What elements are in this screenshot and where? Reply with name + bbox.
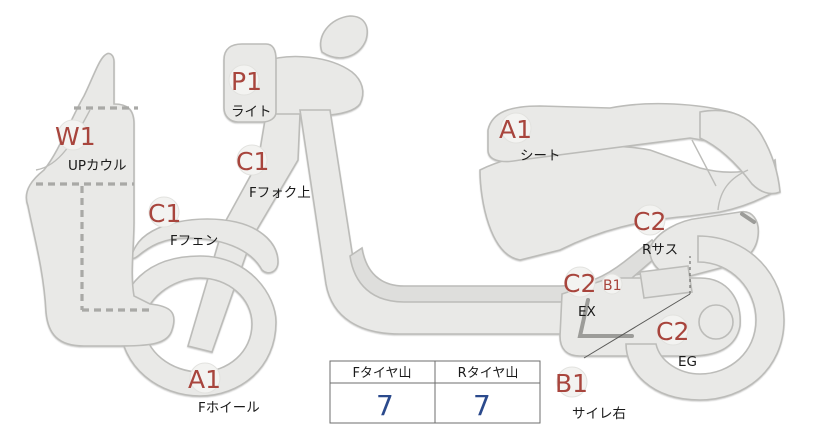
fork-upper-grade: C1 — [236, 147, 269, 176]
exhaust-shape — [639, 265, 693, 299]
front-wheel-grade: A1 — [188, 365, 221, 394]
muffler-leader-line — [583, 256, 691, 359]
tire-tread-table: Fタイヤ山 Rタイヤ山 7 7 — [329, 360, 541, 424]
tail-shape — [699, 109, 781, 195]
panel-lines — [35, 109, 749, 211]
front-fender-grade: C1 — [148, 199, 181, 228]
exhaust-sub-grade: B1 — [603, 278, 622, 294]
fork-upper-label: Fフォク上 — [249, 185, 311, 201]
front-fender-label: Fフェン — [170, 233, 218, 249]
rear-suspension-label: Rサス — [642, 242, 678, 258]
part-up-cowl[interactable]: W1 UPカウル — [55, 119, 127, 174]
engine-label: EG — [678, 354, 697, 370]
rear-tire-header: Rタイヤ山 — [458, 366, 519, 381]
exhaust-label: EX — [578, 304, 596, 320]
rear-suspension-grade: C2 — [633, 207, 666, 236]
part-light[interactable]: P1 ライト — [228, 64, 272, 120]
front-tire-header: Fタイヤ山 — [352, 366, 411, 381]
front-tire-value: 7 — [376, 389, 394, 422]
up-cowl-grade: W1 — [55, 122, 96, 151]
part-rear-suspension[interactable]: C2 Rサス — [633, 204, 678, 258]
handlebar-shape — [261, 55, 364, 118]
part-fork-upper[interactable]: C1 Fフォク上 — [236, 144, 311, 201]
part-exhaust[interactable]: C2 B1 EX — [563, 266, 623, 320]
front-wheel-label: Fホイール — [198, 400, 260, 416]
part-seat[interactable]: A1 シート — [499, 112, 561, 164]
engine-grade: C2 — [656, 317, 689, 346]
exhaust-grade: C2 — [563, 269, 596, 298]
part-muffler-right[interactable]: B1 サイレ右 — [555, 366, 626, 422]
part-engine[interactable]: C2 EG — [656, 314, 697, 370]
part-front-wheel[interactable]: A1 Fホイール — [188, 362, 260, 416]
muffler-right-label: サイレ右 — [572, 406, 626, 422]
mirror-shape — [319, 15, 368, 59]
light-label: ライト — [231, 104, 272, 120]
muffler-right-grade: B1 — [555, 369, 588, 398]
seat-grade: A1 — [499, 115, 532, 144]
seat-label: シート — [520, 148, 561, 164]
rear-wheel-shape — [625, 235, 785, 401]
rear-hub-shape — [698, 304, 734, 340]
exhaust-pipe — [577, 212, 756, 338]
cowl-seams — [36, 106, 152, 312]
steering-column-shape — [222, 113, 301, 240]
front-cowl-shape — [25, 52, 175, 347]
rear-tire-value: 7 — [473, 389, 491, 422]
light-grade: P1 — [231, 67, 262, 96]
part-front-fender[interactable]: C1 Fフェン — [148, 196, 218, 249]
up-cowl-label: UPカウル — [68, 158, 127, 174]
front-fender-shape — [130, 218, 279, 274]
